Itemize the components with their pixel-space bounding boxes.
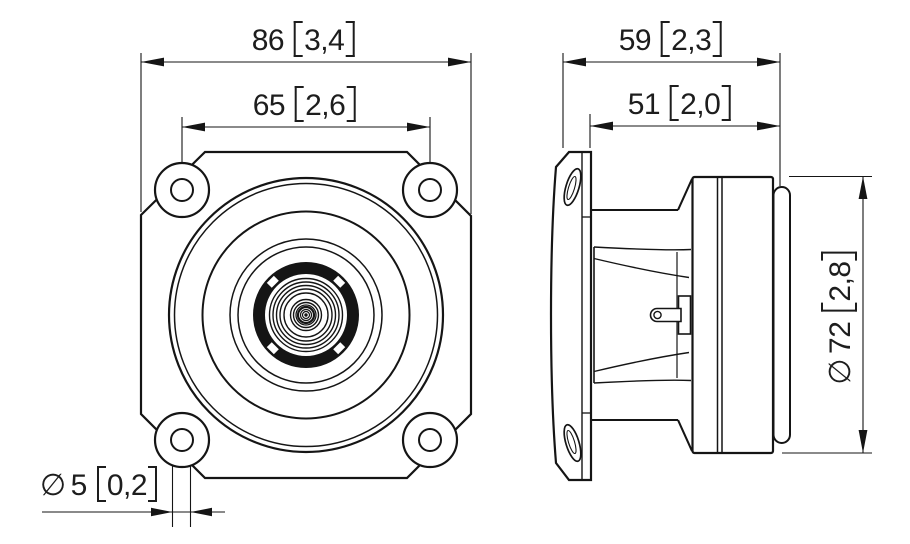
terminal-lug bbox=[649, 295, 692, 335]
mounting-hole bbox=[418, 178, 442, 202]
horn-neck bbox=[591, 178, 693, 452]
dome-rings bbox=[268, 277, 344, 353]
terminal-hole bbox=[653, 310, 662, 320]
diameter-symbol: ∅ bbox=[40, 469, 66, 502]
dim-value-inch: 2,6 bbox=[295, 86, 356, 122]
dim-value-mm: 59 bbox=[618, 24, 652, 57]
rear-cover-ring bbox=[772, 186, 791, 444]
dim-value-inch: 3,4 bbox=[294, 21, 355, 57]
dim-value-inch: 0,2 bbox=[96, 466, 158, 502]
dim-value-mm: 86 bbox=[251, 24, 285, 57]
front-view bbox=[139, 150, 473, 480]
diameter-symbol: ∅ bbox=[824, 358, 857, 385]
dim-value-mm: 5 bbox=[70, 469, 88, 502]
center-dome bbox=[289, 298, 323, 332]
recess-circle bbox=[201, 210, 411, 420]
side-view bbox=[549, 150, 791, 482]
dim-value-inch: 2,8 bbox=[824, 251, 857, 311]
flange-ear-slots bbox=[563, 167, 582, 463]
driver-body bbox=[691, 175, 775, 455]
dim-rear-diameter-label: ∅ 72 2,8 bbox=[824, 251, 857, 385]
dim-value-mm: 51 bbox=[627, 88, 661, 121]
trim-ring-notches bbox=[266, 275, 346, 355]
mounting-hole bbox=[170, 178, 194, 202]
dim-value-mm: 65 bbox=[252, 89, 286, 122]
dim-value-inch: 2,0 bbox=[670, 85, 731, 121]
mounting-hole bbox=[418, 428, 442, 452]
dim-value-inch: 2,3 bbox=[661, 21, 722, 57]
dimension-arrows bbox=[141, 57, 868, 517]
flange-profile bbox=[549, 150, 593, 482]
mounting-hole bbox=[170, 428, 194, 452]
dim-value-mm: 72 bbox=[824, 321, 857, 354]
